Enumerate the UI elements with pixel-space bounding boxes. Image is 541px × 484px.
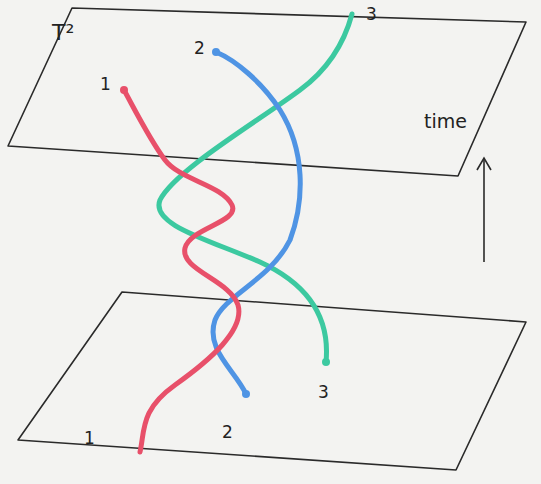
time-slices [8, 8, 526, 470]
strand-ends [120, 48, 330, 398]
strand-number: 2 [194, 40, 205, 57]
time-arrow [477, 158, 491, 262]
strand-number: 2 [222, 424, 233, 441]
strand-number: 1 [84, 430, 95, 447]
strands [124, 14, 352, 452]
strand-number: 3 [318, 384, 329, 401]
plane-label: T² [52, 22, 74, 44]
strand-1 [124, 90, 239, 452]
strand-3 [159, 14, 352, 362]
strand-number: 1 [100, 76, 111, 93]
bottom-plane [18, 292, 526, 470]
strand-number: 3 [366, 6, 377, 23]
axis-label: time [424, 112, 467, 131]
